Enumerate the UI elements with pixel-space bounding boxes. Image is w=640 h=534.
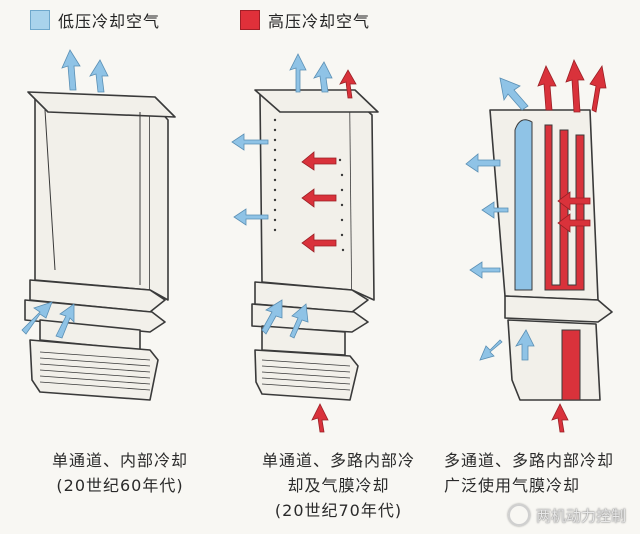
blade-3-internal-red-1 — [557, 191, 591, 211]
blade-3-tip-red-1 — [537, 65, 557, 111]
blade-2-internal-arrow-2 — [301, 188, 337, 208]
blade-3-film-arrow-left-1 — [465, 153, 501, 173]
blade-3-airflow — [465, 58, 607, 433]
blade-2-tip-arrow-1 — [289, 53, 307, 93]
blade-2-root-arrow-red — [311, 403, 329, 433]
watermark-logo-icon — [507, 504, 530, 526]
blade-1-exit-arrow-1 — [61, 49, 81, 91]
blade-2-airflow — [231, 53, 357, 433]
blade-1-inlet-arrow-1 — [21, 301, 53, 335]
blade-3-tip-red-2 — [565, 58, 585, 113]
caption-blade-3: 多通道、多路内部冷却 广泛使用气膜冷却 — [444, 451, 615, 495]
blade-3-tip-blue — [499, 77, 529, 111]
legend-low-label: 低压冷却空气 — [58, 12, 161, 31]
blade-2-inlet-arrow-1 — [261, 299, 283, 335]
caption-blade-1: 单通道、内部冷却 (20世纪60年代) — [51, 451, 188, 495]
watermark-text: 两机动力控制 — [535, 506, 626, 525]
caption-blade-2: 单通道、多路内部冷 却及气膜冷却 (20世纪70年代) — [261, 451, 415, 520]
blade-3-internal-red-2 — [557, 213, 591, 233]
blade-3-root-red-channel — [561, 329, 581, 401]
legend-low-swatch — [30, 10, 50, 30]
blade-1-inlet-arrow-2 — [55, 303, 75, 339]
blade-2-tip-arrow-2 — [313, 61, 333, 93]
blade-3-film-arrow-left-2 — [481, 201, 509, 219]
blade-2-tip-arrow-red — [339, 69, 357, 99]
legend-high-swatch — [240, 10, 260, 30]
blade-2-film-arrow-2 — [233, 208, 269, 226]
blade-1-exit-arrow-2 — [89, 59, 109, 93]
legend-high-label: 高压冷却空气 — [268, 12, 371, 31]
blade-1-single-passage — [24, 91, 176, 401]
blade-3-inlet-blue — [515, 329, 535, 361]
blade-2-internal-arrow-1 — [301, 151, 337, 171]
legend-high-pressure: 高压冷却空气 — [240, 8, 370, 32]
blade-3-serpentine — [544, 124, 585, 291]
blade-3-internal-channels — [514, 119, 585, 401]
blade-2-inlet-arrow-2 — [289, 303, 309, 339]
blade-3-leading-channel — [514, 119, 533, 291]
blade-3-film-arrow-left-3 — [469, 261, 501, 279]
blade-2-internal-arrow-3 — [301, 233, 337, 253]
blade-2-film-arrow-1 — [231, 133, 269, 151]
blade-3-tip-red-3 — [589, 64, 607, 113]
watermark: 两机动力控制 — [507, 504, 626, 526]
blade-3-film-arrow-low-left — [479, 339, 503, 361]
blade-1-airflow — [21, 49, 109, 339]
blade-3-root-red-arrow — [551, 403, 569, 433]
legend-low-pressure: 低压冷却空气 — [30, 8, 160, 32]
